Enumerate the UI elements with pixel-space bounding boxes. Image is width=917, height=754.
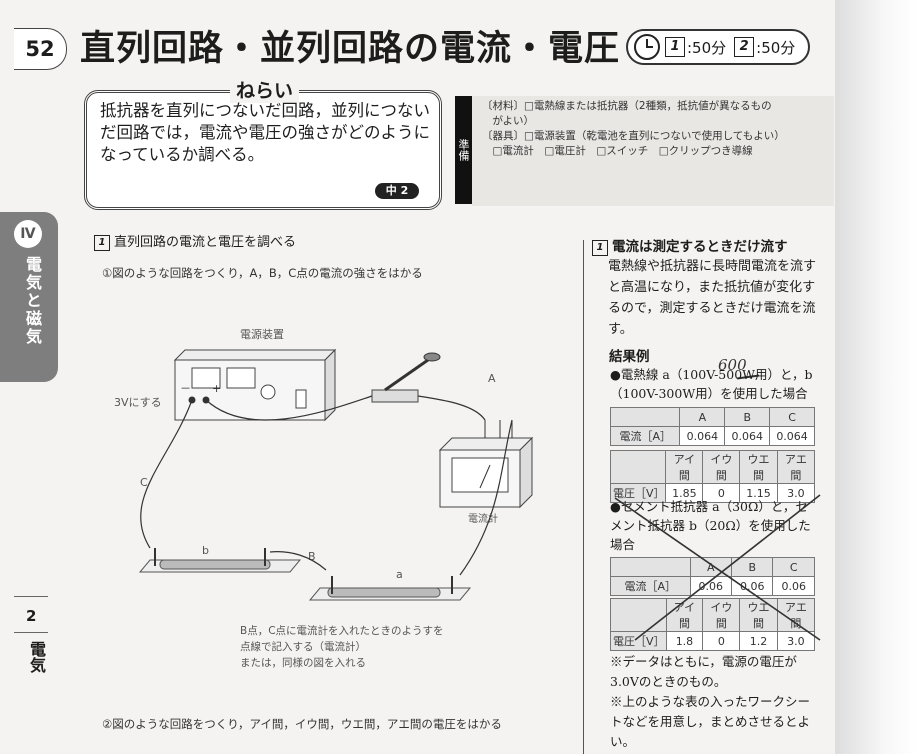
handwritten-cross-mark xyxy=(614,494,821,641)
diagram-note: B点，C点に電流計を入れたときのようすを 点線で記入する（電流計） または，同様… xyxy=(240,623,444,671)
aim-text: 抵抗器を直列につないだ回路，並列につないだ回路では，電流や電圧の強さがどのように… xyxy=(100,101,430,164)
section-number: 1 xyxy=(94,235,110,251)
table-cell: 電流［A］ xyxy=(610,576,691,596)
result-case: ●電熱線 a（100V-500W用）と，b（100V-300W用）を使用した場合 xyxy=(610,367,813,401)
prep-line: がよい） xyxy=(482,115,534,127)
column-divider xyxy=(583,240,584,754)
tip-text: 電熱線や抵抗器に長時間電流を流すと高温になり，また抵抗値が変化するので，測定する… xyxy=(608,259,817,337)
table-cell: 電流［A］ xyxy=(609,426,681,446)
table-cell: 3.0 xyxy=(776,483,816,503)
table-cell: 電圧［V］ xyxy=(610,631,667,651)
point-b-label: B xyxy=(308,550,316,563)
section-number: 1 xyxy=(592,240,608,256)
table-cell: ウエ間 xyxy=(739,598,778,632)
resistor-a-label: a xyxy=(396,568,403,581)
aim-title: ねらい xyxy=(230,76,300,103)
page-edge xyxy=(835,0,917,754)
point-a-label: A xyxy=(488,372,496,385)
footnotes: ※データはともに，電源の電圧が3.0Vのときのもの。 ※上のような表の入ったワー… xyxy=(610,652,820,752)
table-cell: 電圧［V］ xyxy=(609,483,667,503)
page-number: 52 xyxy=(14,28,67,70)
resistor-a-icon xyxy=(308,576,472,601)
table-cell: 1.2 xyxy=(739,631,778,651)
prep-label: 準備 xyxy=(455,96,472,204)
table-cell: イウ間 xyxy=(702,450,741,484)
time-value: :50分 xyxy=(687,38,727,57)
power-supply-icon xyxy=(173,348,337,422)
circuit-diagram: 電源装置 3Vにする － + A 電流計 b a B C xyxy=(114,327,534,601)
point-c-label: C xyxy=(140,476,148,489)
unit-title: 電気と磁気 xyxy=(23,256,42,346)
part-number-box: 2 xyxy=(734,37,755,57)
prep-line: 〔材料〕□電熱線または抵抗器（2種類，抵抗値が異なるもの xyxy=(482,100,772,112)
table-cell xyxy=(609,450,667,484)
resistor-b-label: b xyxy=(202,544,209,557)
power-supply-label: 電源装置 xyxy=(240,327,284,341)
prep-line: □電流計 □電圧計 □スイッチ □クリップつき導線 xyxy=(482,145,753,157)
divider xyxy=(14,632,48,633)
table-cell: 1.15 xyxy=(739,483,778,503)
ammeter-label: 電流計 xyxy=(468,512,498,525)
table-cell: アエ間 xyxy=(776,598,816,632)
plus-sign: + xyxy=(212,382,221,395)
table-cell: 1.85 xyxy=(665,483,704,503)
table-cell: アイ間 xyxy=(665,598,704,632)
step-text: ②図のような回路をつくり，アイ間，イウ間，ウエ間，アエ間の電圧をはかる xyxy=(102,717,502,731)
time-value: :50分 xyxy=(756,38,796,57)
tip-title: 電流は測定するときだけ流す xyxy=(612,239,788,255)
table-cell: B xyxy=(724,407,771,427)
voltage-label: 3Vにする xyxy=(114,396,162,409)
table-cell: 0.064 xyxy=(769,426,815,446)
table-cell: 1.8 xyxy=(665,631,704,651)
table-cell: 3.0 xyxy=(776,631,816,651)
time-allocation: 1 :50分 2 :50分 xyxy=(626,29,810,65)
footnote: ※データはともに，電源の電圧が3.0Vのときのもの。 xyxy=(610,654,797,689)
part-number-box: 1 xyxy=(665,37,685,57)
table-cell: 0.06 xyxy=(772,576,815,596)
unit-mark: Ⅳ xyxy=(14,220,42,248)
note-line: または，同様の図を入れる xyxy=(240,657,366,669)
note-line: B点，C点に電流計を入れたときのようすを xyxy=(240,625,444,637)
page-title: 直列回路・並列回路の電流・電圧 xyxy=(80,29,621,69)
resistor-b-icon xyxy=(138,548,302,573)
step-text: ①図のような回路をつくり，A，B，C点の電流の強さをはかる xyxy=(102,266,423,280)
footnote: ※上のような表の入ったワークシートなどを用意し，まとめさせるとよい。 xyxy=(610,694,811,749)
wires xyxy=(140,395,513,576)
minus-sign: － xyxy=(180,382,191,395)
table-cell: アエ間 xyxy=(776,450,816,484)
table-cell: A xyxy=(679,407,726,427)
switch-icon xyxy=(371,352,441,403)
ammeter-icon xyxy=(438,420,534,509)
table-cell: ウエ間 xyxy=(739,450,778,484)
table-cell xyxy=(610,598,667,632)
table-cell: C xyxy=(772,557,815,577)
table-cell: 0 xyxy=(702,483,741,503)
divider xyxy=(14,596,48,597)
section-title: 直列回路の電流と電圧を調べる xyxy=(114,235,297,250)
clock-icon xyxy=(634,34,660,60)
table-cell: C xyxy=(769,407,815,427)
grade-badge: 中 2 xyxy=(375,183,419,199)
note-line: 点線で記入する（電流計） xyxy=(240,641,366,653)
handwritten-note: 600 xyxy=(718,356,747,374)
table-cell xyxy=(609,407,681,427)
field-label: 電気 xyxy=(27,641,46,673)
table-cell: イウ間 xyxy=(702,598,741,632)
grade-number: 2 xyxy=(26,607,37,625)
table-cell: 0.064 xyxy=(724,426,771,446)
table-cell: アイ間 xyxy=(665,450,704,484)
prep-line: 〔器具〕□電源装置（乾電池を直列につないで使用してもよい） xyxy=(482,130,785,142)
results-title: 結果例 xyxy=(609,349,650,365)
section-heading: 1 直列回路の電流と電圧を調べる xyxy=(94,231,296,251)
table-cell: 0.064 xyxy=(679,426,726,446)
prep-box xyxy=(472,96,834,206)
